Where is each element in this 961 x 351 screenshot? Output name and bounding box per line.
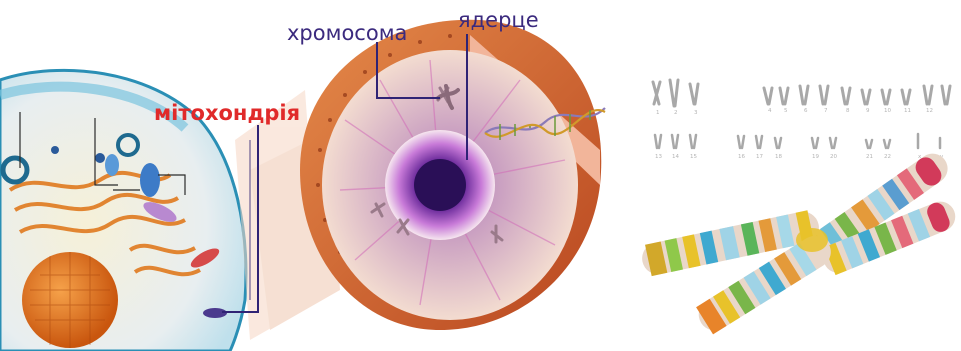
label-chromosome: хромосома — [287, 21, 407, 45]
svg-text:20: 20 — [830, 154, 837, 160]
karyotype-row1 — [653, 80, 950, 106]
label-nucleolus: ядерце — [458, 8, 539, 32]
svg-text:16: 16 — [738, 154, 745, 160]
svg-text:21: 21 — [866, 154, 873, 160]
svg-text:17: 17 — [756, 154, 763, 160]
svg-text:13: 13 — [655, 154, 662, 160]
karyotype — [653, 80, 950, 148]
svg-text:7: 7 — [824, 108, 828, 114]
svg-text:19: 19 — [812, 154, 819, 160]
svg-text:4: 4 — [768, 108, 772, 114]
chromosome-illustration — [639, 148, 960, 337]
svg-text:5: 5 — [784, 108, 788, 114]
svg-text:18: 18 — [775, 154, 782, 160]
svg-text:10: 10 — [884, 108, 891, 114]
svg-text:12: 12 — [926, 108, 933, 114]
svg-text:14: 14 — [672, 154, 679, 160]
karyotype-numbers: 1 2 3 4 5 6 7 8 9 10 11 12 13 14 15 16 1… — [655, 108, 944, 160]
svg-text:15: 15 — [690, 154, 697, 160]
svg-text:1: 1 — [656, 110, 660, 116]
label-mitochondria: мітохондрія — [154, 101, 300, 125]
svg-text:8: 8 — [846, 108, 850, 114]
svg-text:11: 11 — [904, 108, 911, 114]
svg-text:22: 22 — [884, 154, 891, 160]
svg-text:3: 3 — [694, 110, 698, 116]
svg-text:9: 9 — [866, 108, 870, 114]
svg-text:2: 2 — [674, 110, 678, 116]
svg-text:6: 6 — [804, 108, 808, 114]
nucleus-illustration — [300, 20, 601, 330]
karyotype-row2 — [655, 134, 940, 148]
